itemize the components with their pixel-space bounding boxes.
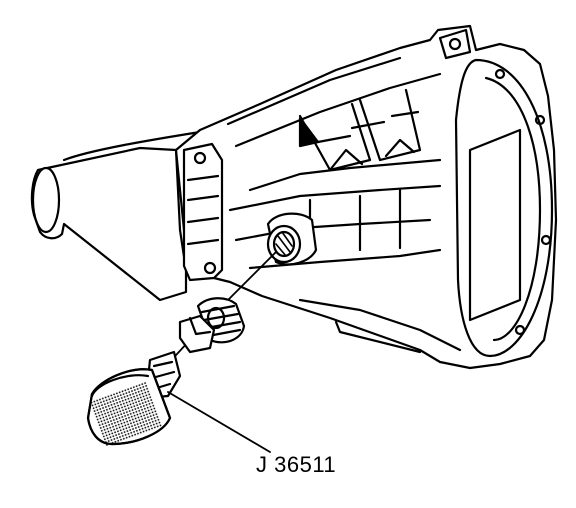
transmission-housing: [30, 24, 558, 370]
flange-bolt-2: [534, 114, 546, 126]
flange-bolt-4: [514, 324, 526, 336]
flange-bolt-1: [494, 68, 506, 80]
tail-opening: [31, 166, 61, 234]
seal-installer-tool-icon: [86, 350, 182, 447]
mounting-rib: [182, 142, 224, 282]
rib-bolt-top: [193, 151, 207, 165]
flange-bolt-3: [540, 234, 552, 246]
callout-leader: [167, 391, 271, 453]
top-bracket: [438, 28, 472, 60]
tool-callout-label: J 36511: [256, 452, 337, 477]
rib-bolt-bottom: [203, 261, 217, 275]
extension-housing: [30, 146, 188, 302]
bell-housing-flange: [454, 58, 554, 358]
adapter-plug: [178, 314, 216, 354]
